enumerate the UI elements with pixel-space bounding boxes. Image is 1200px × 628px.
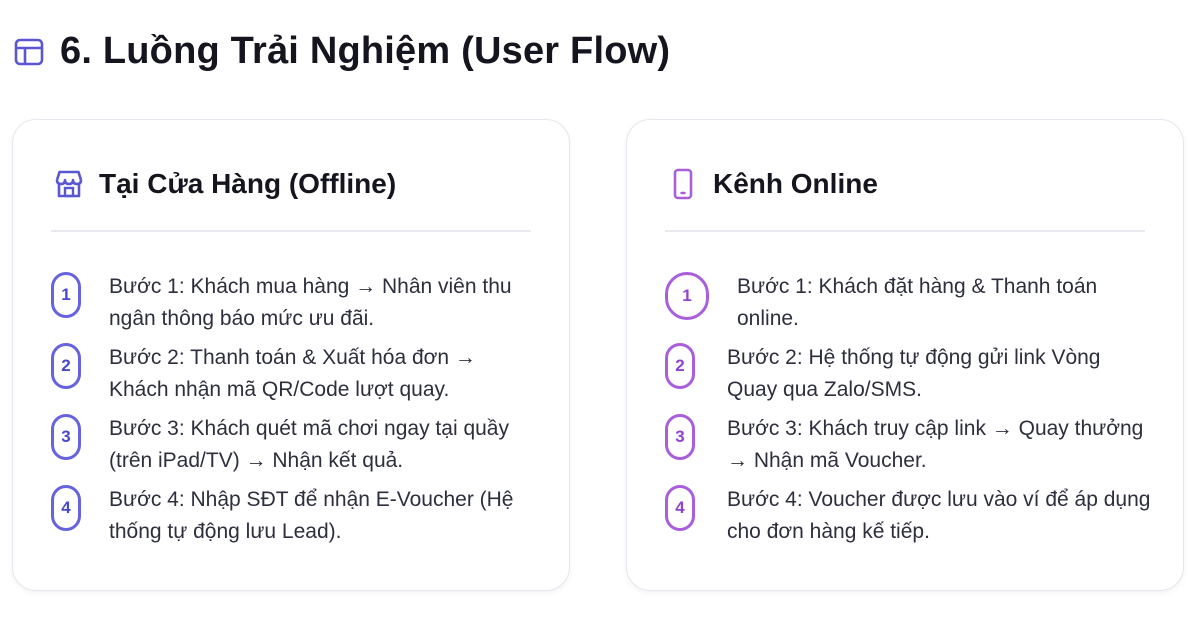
step-text: Bước 2: Thanh toán & Xuất hóa đơn → Khác… bbox=[109, 346, 476, 401]
step-number-badge: 2 bbox=[51, 343, 81, 389]
offline-step-1: 1 Bước 1: Khách mua hàng → Nhân viên thu… bbox=[51, 270, 539, 341]
page-title: 6. Luồng Trải Nghiệm (User Flow) bbox=[60, 30, 671, 72]
online-step-3: 3 Bước 3: Khách truy cập link → Quay thư… bbox=[665, 412, 1153, 483]
store-icon bbox=[51, 166, 87, 202]
online-step-1: 1 Bước 1: Khách đặt hàng & Thanh toán on… bbox=[665, 270, 1153, 341]
offline-card-header: Tại Cửa Hàng (Offline) bbox=[51, 166, 396, 202]
step-number-badge: 3 bbox=[51, 414, 81, 460]
layout-icon bbox=[12, 35, 46, 69]
step-number-badge: 2 bbox=[665, 343, 695, 389]
step-number-badge: 1 bbox=[665, 272, 709, 320]
step-text: Bước 3: Khách quét mã chơi ngay tại quầy… bbox=[109, 417, 509, 472]
step-text: Bước 4: Nhập SĐT để nhận E-Voucher (Hệ t… bbox=[109, 488, 514, 543]
step-text: Bước 4: Voucher được lưu vào ví để áp dụ… bbox=[727, 488, 1151, 543]
step-text: Bước 1: Khách đặt hàng & Thanh toán onli… bbox=[737, 275, 1098, 330]
offline-step-4: 4 Bước 4: Nhập SĐT để nhận E-Voucher (Hệ… bbox=[51, 483, 539, 554]
offline-card-title: Tại Cửa Hàng (Offline) bbox=[99, 168, 397, 199]
divider bbox=[51, 230, 531, 232]
offline-card: Tại Cửa Hàng (Offline) 1 Bước 1: Khách m… bbox=[12, 119, 570, 591]
section-header: 6. Luồng Trải Nghiệm (User Flow) bbox=[12, 30, 670, 73]
offline-steps-list: 1 Bước 1: Khách mua hàng → Nhân viên thu… bbox=[51, 270, 539, 554]
step-text: Bước 1: Khách mua hàng → Nhân viên thu n… bbox=[109, 275, 512, 330]
online-card: Kênh Online 1 Bước 1: Khách đặt hàng & T… bbox=[626, 119, 1184, 591]
step-number-badge: 4 bbox=[51, 485, 81, 531]
step-text: Bước 2: Hệ thống tự động gửi link Vòng Q… bbox=[727, 346, 1101, 401]
divider bbox=[665, 230, 1145, 232]
step-number-badge: 4 bbox=[665, 485, 695, 531]
online-steps-list: 1 Bước 1: Khách đặt hàng & Thanh toán on… bbox=[665, 270, 1153, 554]
offline-step-2: 2 Bước 2: Thanh toán & Xuất hóa đơn → Kh… bbox=[51, 341, 539, 412]
smartphone-icon bbox=[665, 166, 701, 202]
online-card-header: Kênh Online bbox=[665, 166, 878, 202]
step-number-badge: 3 bbox=[665, 414, 695, 460]
online-step-4: 4 Bước 4: Voucher được lưu vào ví để áp … bbox=[665, 483, 1153, 554]
online-card-title: Kênh Online bbox=[713, 168, 878, 199]
step-number-badge: 1 bbox=[51, 272, 81, 318]
offline-step-3: 3 Bước 3: Khách quét mã chơi ngay tại qu… bbox=[51, 412, 539, 483]
step-text: Bước 3: Khách truy cập link → Quay thưởn… bbox=[727, 417, 1144, 472]
online-step-2: 2 Bước 2: Hệ thống tự động gửi link Vòng… bbox=[665, 341, 1153, 412]
